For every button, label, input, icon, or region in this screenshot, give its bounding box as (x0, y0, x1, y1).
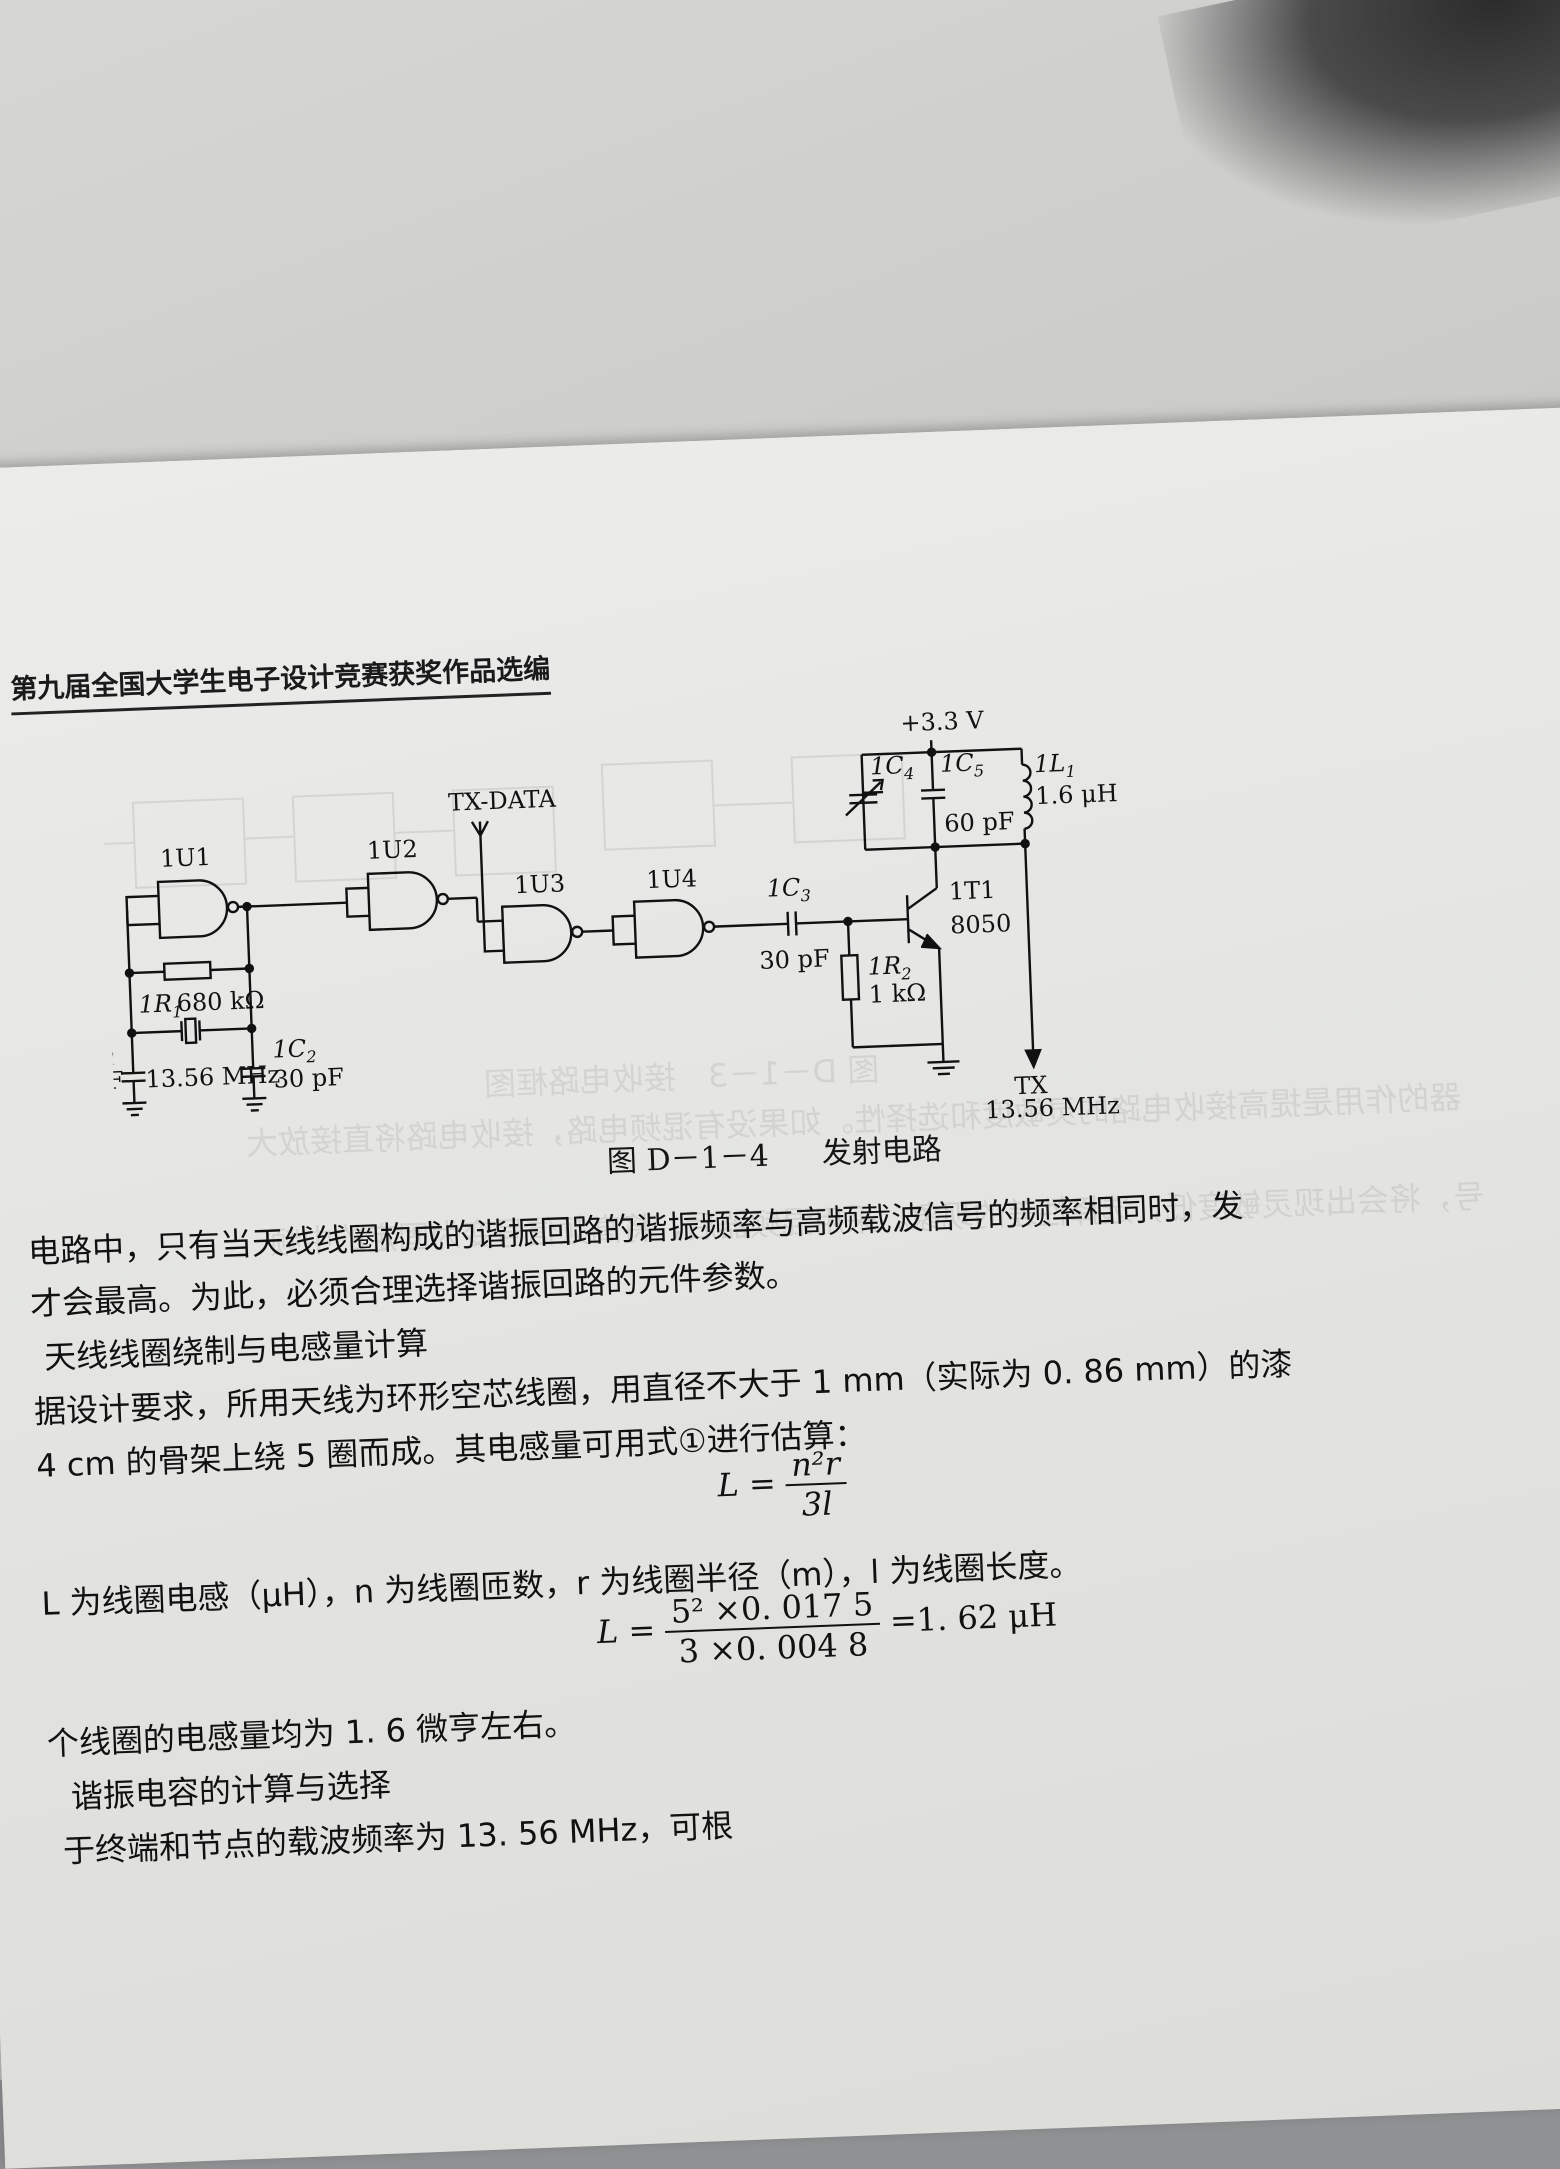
c2-value: 30 pF (273, 1063, 344, 1094)
book-page: 第九届全国大学生电子设计竞赛获奖作品选编 图 D－1－3 接收电路框图 器的作用… (0, 404, 1560, 2169)
inductance-formula: L = n²r 3l (716, 1444, 848, 1527)
resistor-1r2 (841, 955, 859, 1000)
gate-1u3 (502, 904, 583, 963)
svg-text:1L1: 1L1 (1034, 749, 1077, 783)
figure-number: 图 D－1－4 (606, 1139, 769, 1180)
svg-text:1C4: 1C4 (870, 751, 915, 785)
c5-value: 60 pF (944, 807, 1015, 838)
transistor-1t1 (865, 852, 942, 1047)
svg-text:1C5: 1C5 (939, 748, 984, 782)
section-heading: 谐振电容的计算与选择 (70, 1760, 392, 1818)
label-1u3: 1U3 (514, 869, 566, 899)
l1-value: 1.6 μH (1035, 779, 1118, 810)
resistor-1r1 (164, 962, 211, 980)
c3-value: 30 pF (759, 944, 830, 975)
c1-value: 30 pF (99, 1066, 124, 1097)
gate-1u1 (158, 879, 239, 938)
supply-label: +3.3 V (900, 706, 985, 737)
section-heading: 天线线圈绕制与电感量计算 (43, 1318, 428, 1379)
gate-1u4 (634, 899, 715, 958)
paragraph-line: 个线圈的电感量均为 1. 6 微亨左右。 (46, 1699, 577, 1765)
label-1u4: 1U4 (646, 864, 698, 894)
label-1u1: 1U1 (160, 843, 212, 873)
svg-text:1C1: 1C1 (99, 1037, 117, 1071)
label-1u2: 1U2 (366, 835, 418, 865)
page-content: 第九届全国大学生电子设计竞赛获奖作品选编 图 D－1－3 接收电路框图 器的作用… (0, 408, 1560, 2129)
figure-title: 发射电路 (821, 1132, 942, 1172)
inductance-calculation: L = 5² ×0. 017 5 3 ×0. 004 8 =1. 62 μH (596, 1578, 1059, 1674)
svg-text:1C3: 1C3 (766, 873, 811, 907)
r1-value: 680 kΩ (176, 986, 265, 1017)
svg-text:1C2: 1C2 (272, 1034, 317, 1068)
transmitter-schematic: 1U1 1R1 680 kΩ 13.56 MHz (99, 655, 1395, 1154)
crystal (185, 1019, 196, 1043)
inductor-1l1 (1021, 748, 1033, 843)
show-through-diagram (102, 753, 905, 889)
r2-value: 1 kΩ (868, 979, 926, 1009)
t1-part: 8050 (950, 909, 1012, 939)
label-1t1: 1T1 (948, 876, 996, 906)
gate-1u2 (368, 871, 449, 930)
label-tx-data: TX-DATA (448, 785, 557, 817)
